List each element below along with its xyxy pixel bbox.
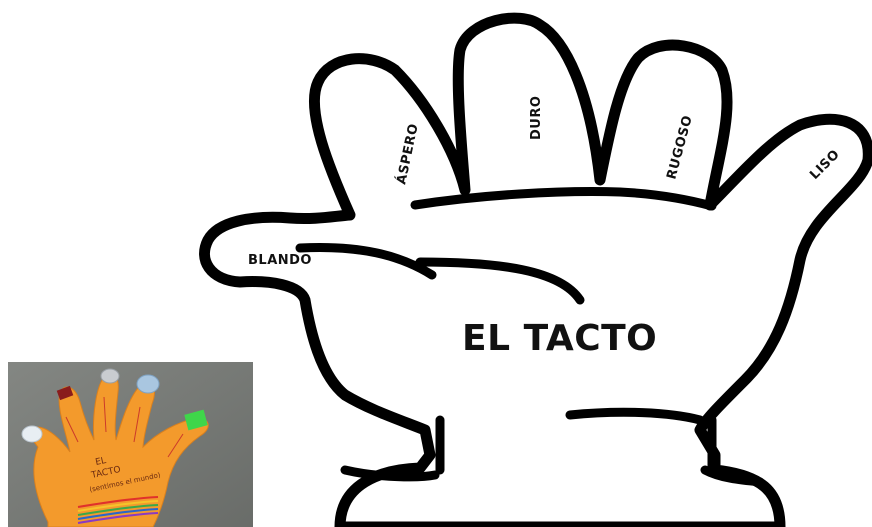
swatch-blue	[137, 375, 159, 393]
hand-title: EL TACTO	[462, 318, 657, 359]
thumb-label: BLANDO	[248, 253, 312, 268]
middle-finger-label: DURO	[529, 96, 544, 140]
swatch-foil	[101, 369, 119, 383]
swatch-cotton	[22, 426, 42, 442]
craft-photo: EL TACTO (sentimos el mundo)	[8, 362, 253, 527]
